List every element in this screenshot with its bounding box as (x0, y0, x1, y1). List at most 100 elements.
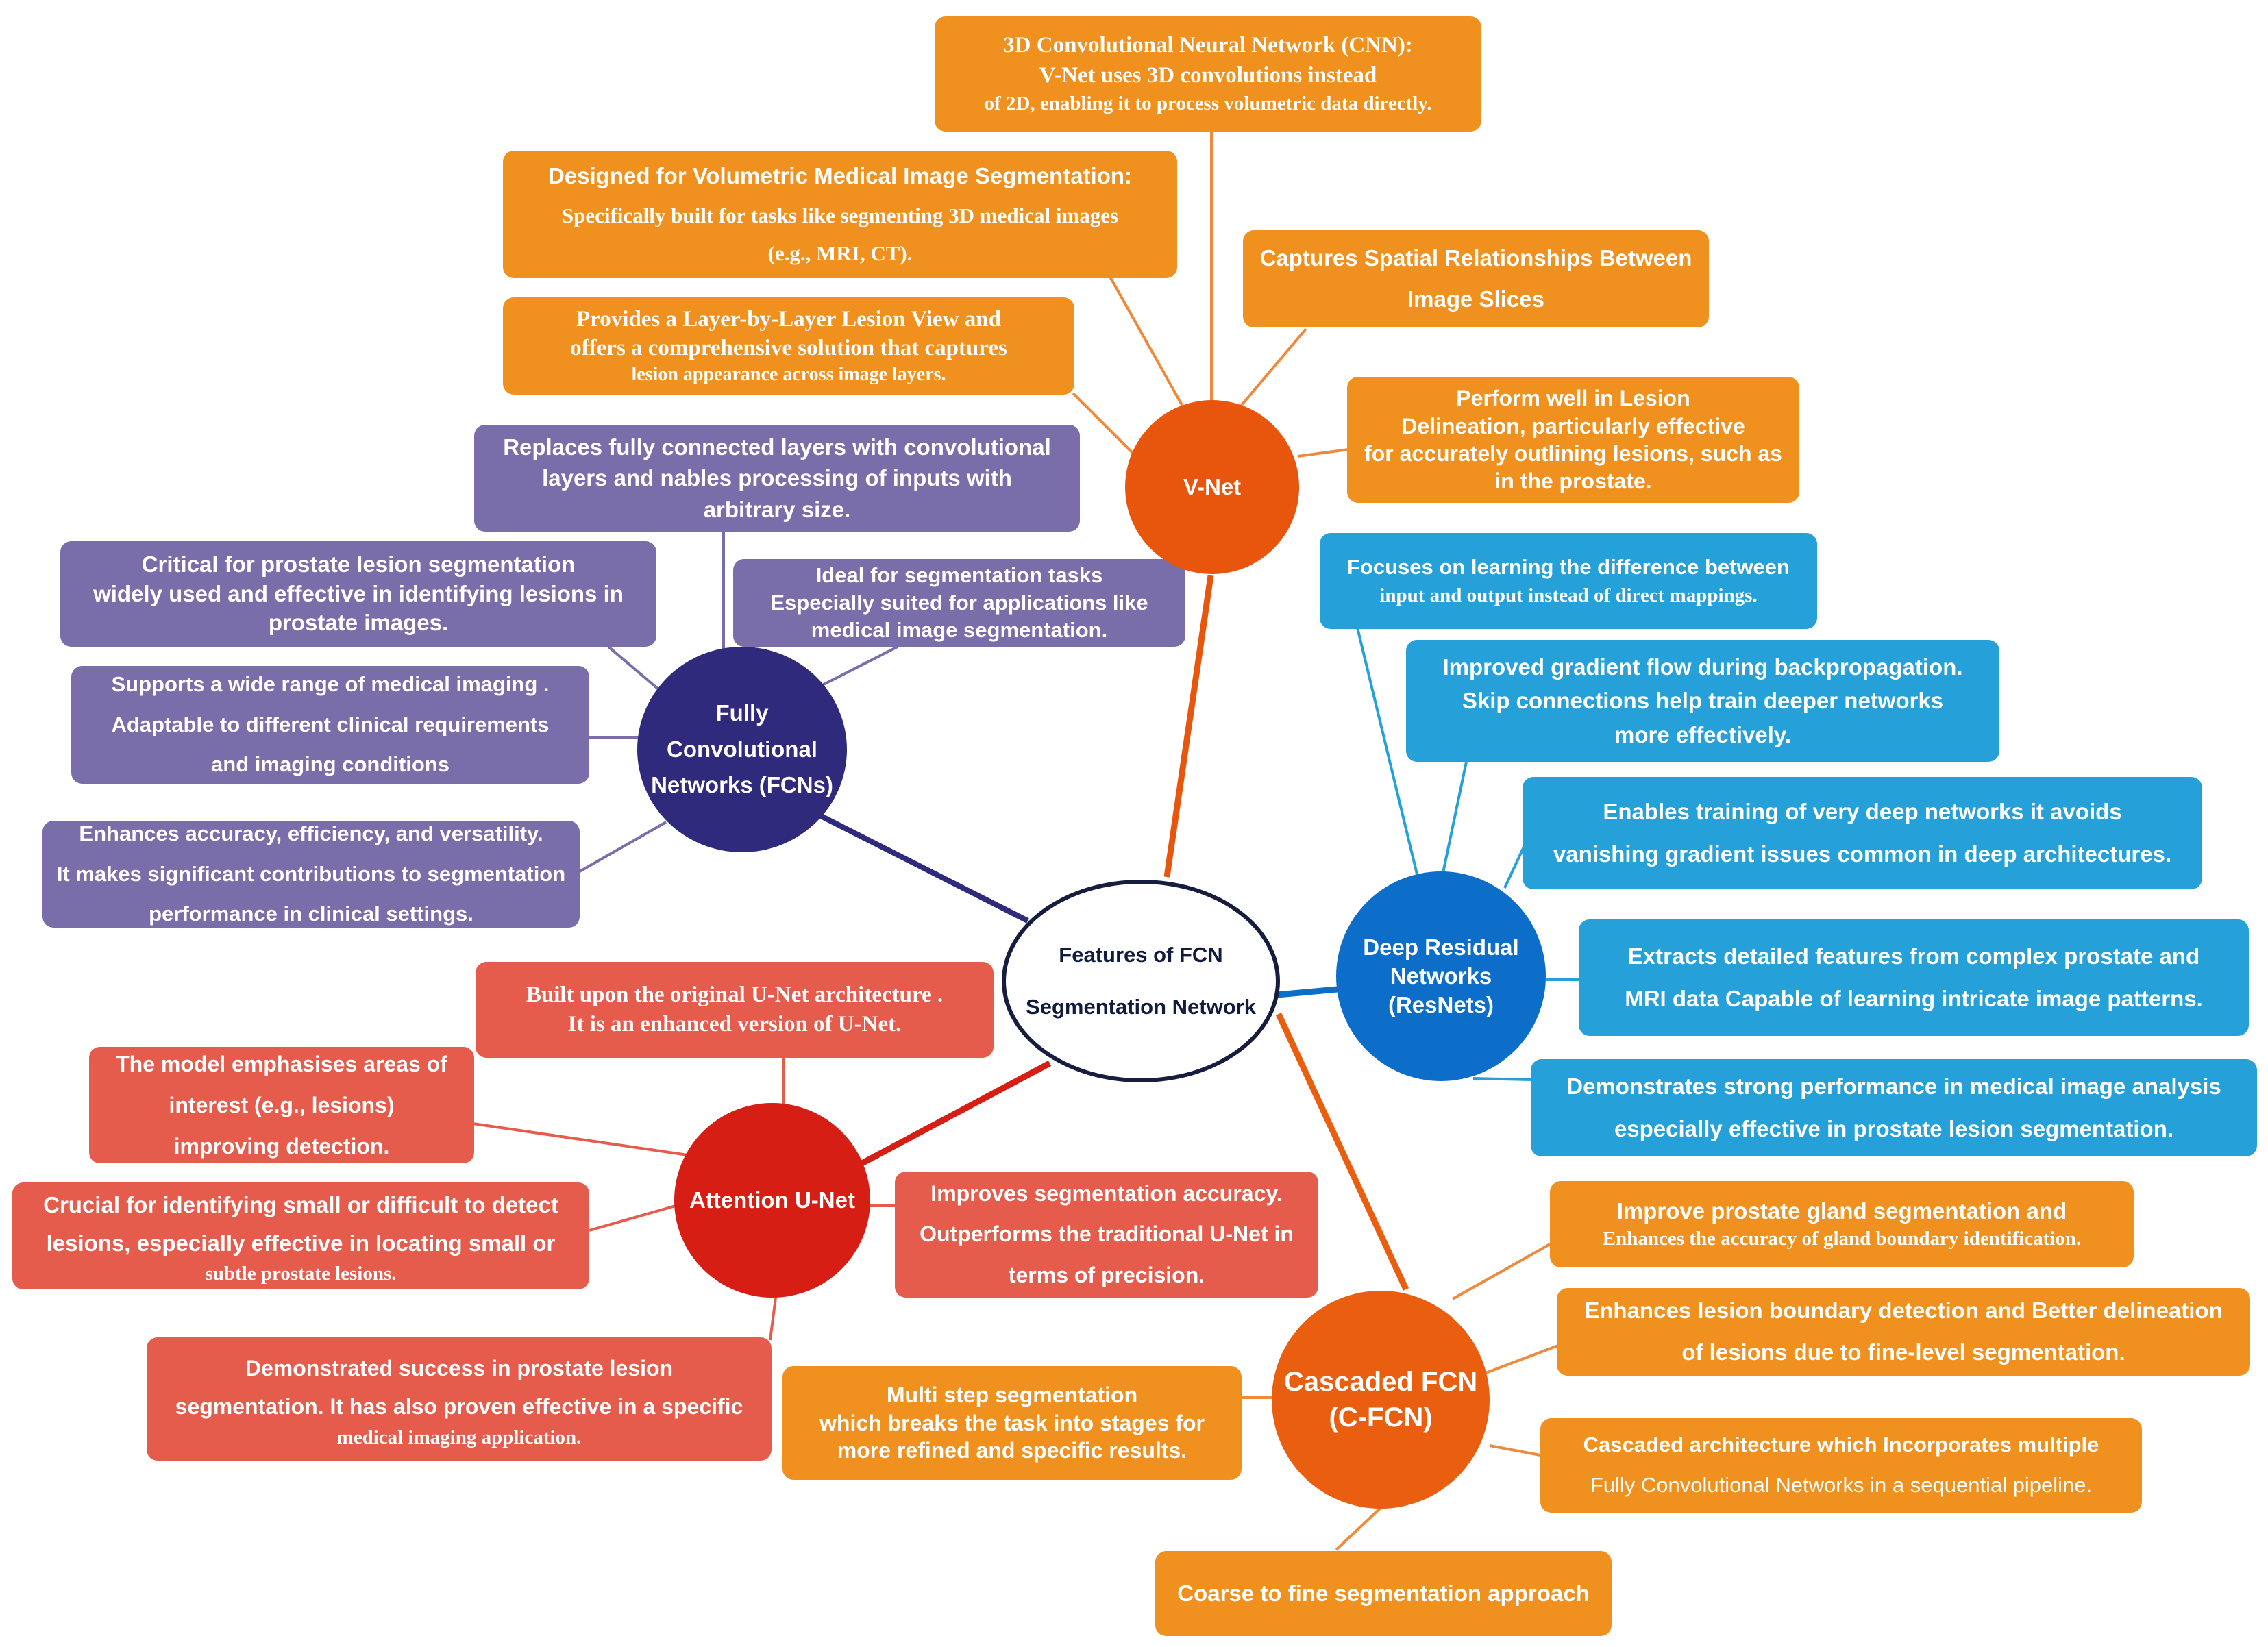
text-line: MRI data Capable of learning intricate i… (1625, 986, 2203, 1011)
text-line: improving detection. (173, 1134, 390, 1159)
attention-box-improves: Improves segmentation accuracy. Outperfo… (895, 1172, 1318, 1298)
fcn-box-replaces: Replaces fully connected layers with con… (474, 425, 1080, 532)
text-line: The model emphasises areas of (116, 1051, 447, 1076)
hub-label: Networks (1390, 963, 1492, 989)
text-line: of lesions due to fine-level segmentatio… (1681, 1339, 2125, 1365)
text-line: lesions, especially effective in locatin… (46, 1230, 556, 1256)
text-line: Built upon the original U-Net architectu… (526, 982, 944, 1008)
text-line: Enables training of very deep networks i… (1603, 798, 2122, 824)
text-line: Enhances lesion boundary detection and B… (1584, 1298, 2223, 1324)
text-line: vanishing gradient issues common in deep… (1553, 841, 2172, 867)
text-line: Enhances accuracy, efficiency, and versa… (79, 821, 543, 845)
link-res-difference (1355, 624, 1418, 875)
cascaded-box-gland: Improve prostate gland segmentation and … (1550, 1181, 2134, 1267)
text-line: more effectively. (1614, 721, 1791, 747)
text-line: Skip connections help train deeper netwo… (1462, 688, 1944, 714)
vnet-box-layer-view: Provides a Layer-by-Layer Lesion View an… (503, 297, 1074, 395)
hub-vnet: V-Net (1125, 400, 1299, 574)
resnet-box-gradient: Improved gradient flow during backpropag… (1406, 640, 1999, 762)
link-vnet-volumetric (1109, 276, 1187, 412)
center-node-line: Features of FCN (1059, 943, 1223, 967)
resnet-box-difference: Focuses on learning the difference betwe… (1320, 533, 1817, 629)
text-line: Fully Convolutional Networks in a sequen… (1590, 1473, 2093, 1497)
text-line: Ideal for segmentation tasks (815, 562, 1103, 587)
text-line: input and output instead of direct mappi… (1379, 584, 1758, 607)
hub-fcn: Fully Convolutional Networks (FCNs) (637, 647, 847, 852)
link-res-performance (1472, 1077, 1533, 1081)
text-line: Provides a Layer-by-Layer Lesion View an… (576, 306, 1001, 332)
center-node: Features of FCN Segmentation Network (1002, 880, 1280, 1082)
text-line: in the prostate. (1494, 469, 1652, 494)
link-att-emphasises (472, 1122, 689, 1156)
text-line: (e.g., MRI, CT). (767, 241, 913, 266)
text-line: Designed for Volumetric Medical Image Se… (547, 163, 1133, 189)
attention-box-demonstrated: Demonstrated success in prostate lesion … (147, 1337, 772, 1461)
text-line: Perform well in Lesion (1456, 386, 1690, 411)
spoke-center-fcn (818, 813, 1029, 924)
text-line: Demonstrates strong performance in medic… (1566, 1073, 2221, 1099)
cascaded-box-architecture: Cascaded architecture which Incorporates… (1540, 1418, 2142, 1513)
hub-label: Cascaded FCN (1283, 1367, 1478, 1397)
text-line: segmentation. It has also proven effecti… (175, 1394, 743, 1419)
fcn-box-supports: Supports a wide range of medical imaging… (71, 666, 589, 784)
center-node-line: Segmentation Network (1026, 995, 1256, 1019)
hub-attention-unet: Attention U-Net (674, 1103, 870, 1298)
vnet-box-spatial: Captures Spatial Relationships Between I… (1243, 230, 1709, 327)
text-line: medical image segmentation. (811, 618, 1108, 643)
link-fcn-enhances (579, 821, 667, 873)
hub-label: Attention U-Net (689, 1187, 855, 1213)
link-att-crucial (589, 1204, 676, 1232)
link-vnet-delineation (1297, 448, 1349, 458)
text-line: prostate images. (268, 610, 449, 636)
link-fcn-ideal (822, 645, 898, 686)
link-cas-boundary (1485, 1344, 1559, 1374)
attention-box-built: Built upon the original U-Net architectu… (476, 962, 994, 1058)
text-line: Crucial for identifying small or difficu… (43, 1192, 558, 1218)
hub-label: V-Net (1183, 474, 1242, 500)
text-line: Enhances the accuracy of gland boundary … (1602, 1227, 2082, 1250)
vnet-box-delineation: Perform well in Lesion Delineation, part… (1347, 377, 1799, 503)
text-line: 3D Convolutional Neural Network (CNN): (1003, 33, 1413, 58)
text-line: Supports a wide range of medical imaging… (111, 671, 550, 696)
link-att-demonstrated (769, 1297, 777, 1341)
link-cas-architecture (1489, 1444, 1541, 1457)
vnet-box-volumetric: Designed for Volumetric Medical Image Se… (503, 151, 1177, 278)
attention-box-crucial: Crucial for identifying small or difficu… (12, 1182, 589, 1289)
link-cas-coarse (1335, 1506, 1383, 1551)
text-line: and imaging conditions (211, 752, 449, 777)
cascaded-box-coarse: Coarse to fine segmentation approach (1155, 1551, 1612, 1636)
text-line: Multi step segmentation (886, 1382, 1138, 1407)
hub-label: Convolutional (667, 736, 817, 762)
link-vnet-layer (1072, 392, 1139, 459)
link-vnet-spatial (1237, 327, 1307, 410)
text-line: interest (e.g., lesions) (169, 1092, 395, 1117)
spoke-center-vnet (1163, 575, 1214, 878)
text-line: V-Net uses 3D convolutions instead (1039, 62, 1377, 88)
hub-label: (C-FCN) (1329, 1402, 1433, 1433)
spoke-center-resnet (1277, 986, 1338, 998)
text-line: Coarse to fine segmentation approach (1177, 1581, 1590, 1607)
vnet-box-cnn-3d: 3D Convolutional Neural Network (CNN): V… (935, 16, 1481, 132)
link-res-deep (1503, 846, 1525, 889)
hub-resnet: Deep Residual Networks (ResNets) (1336, 871, 1546, 1081)
spoke-center-cascaded (1275, 1013, 1409, 1291)
text-line: Delineation, particularly effective (1401, 413, 1745, 438)
text-line: Improve prostate gland segmentation and (1616, 1198, 2067, 1224)
text-line: It is an enhanced version of U-Net. (567, 1012, 902, 1037)
text-line: Demonstrated success in prostate lesion (245, 1355, 674, 1380)
text-line: widely used and effective in identifying… (93, 580, 624, 606)
text-line: of 2D, enabling it to process volumetric… (984, 92, 1432, 115)
text-line: for accurately outlining lesions, such a… (1364, 441, 1782, 466)
text-line: especially effective in prostate lesion … (1614, 1116, 2174, 1141)
text-line: terms of precision. (1008, 1262, 1205, 1287)
cascaded-box-boundary: Enhances lesion boundary detection and B… (1557, 1288, 2250, 1376)
link-fcn-critical (607, 645, 665, 695)
text-line: arbitrary size. (703, 496, 851, 522)
resnet-box-deep: Enables training of very deep networks i… (1523, 777, 2202, 889)
text-line: Especially suited for applications like (770, 590, 1148, 615)
hub-label: (ResNets) (1388, 992, 1494, 1018)
attention-box-emphasises: The model emphasises areas of interest (… (89, 1047, 474, 1163)
link-res-gradient (1442, 761, 1468, 874)
